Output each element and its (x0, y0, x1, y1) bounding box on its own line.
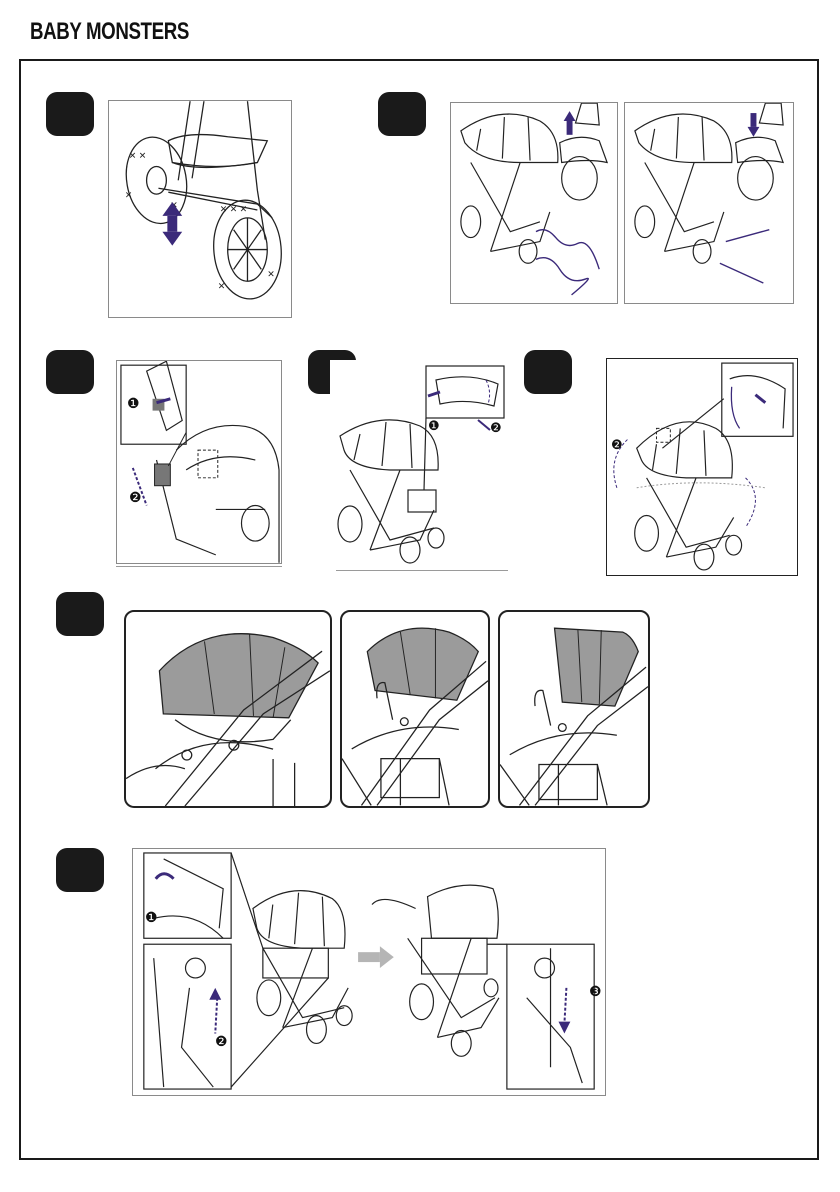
wheel-height-illustration: ✕ ✕✕✕ ✕ ✕ ✕✕✕ (108, 100, 292, 318)
callout-2: ❷ (611, 437, 623, 453)
seat-recline-drawing (607, 359, 797, 575)
step-badge-1 (46, 92, 94, 136)
brand-logo: BABY MONSTERS (30, 18, 189, 46)
fold-latch-illustration-right (624, 102, 794, 304)
seat-recline-illustration: ❷ (606, 358, 798, 576)
callout-1: ❶ (127, 395, 140, 412)
callout-2: ❷ (129, 489, 142, 506)
canopy-position-3 (498, 610, 650, 808)
panel-underline-4 (336, 570, 508, 571)
canopy-position-2 (340, 610, 490, 808)
callout-2: ❷ (215, 1033, 228, 1050)
canopy-position-3-drawing (500, 612, 648, 806)
svg-text:✕: ✕ (267, 269, 274, 279)
svg-text:✕: ✕ (125, 190, 132, 200)
handle-release-illustration: ❶ ❷ (330, 360, 510, 564)
seat-reverse-drawing (133, 849, 605, 1095)
handle-release-drawing (330, 360, 510, 564)
canopy-attach-drawing (117, 361, 281, 563)
svg-text:✕ ✕ ✕: ✕ ✕ ✕ (220, 204, 247, 214)
svg-text:✕ ✕: ✕ ✕ (129, 151, 146, 161)
callout-1: ❶ (428, 418, 440, 434)
callout-1: ❶ (145, 909, 158, 926)
fold-latch-illustration-left (450, 102, 618, 304)
panel-underline-3 (116, 566, 282, 567)
callout-3: ❸ (589, 983, 602, 1000)
fold-latch-drawing-left (451, 103, 617, 303)
seat-reverse-illustration: ❶ ❷ ❸ (132, 848, 606, 1096)
step-badge-6 (56, 592, 104, 636)
callout-2: ❷ (490, 420, 502, 436)
canopy-attach-illustration: ❶ ❷ (116, 360, 282, 564)
step-badge-2 (378, 92, 426, 136)
step-badge-5 (524, 350, 572, 394)
wheel-height-drawing: ✕ ✕✕✕ ✕ ✕ ✕✕✕ (109, 101, 291, 317)
step-badge-7 (56, 848, 104, 892)
fold-latch-drawing-right (625, 103, 793, 303)
canopy-position-1-drawing (126, 612, 330, 806)
canopy-position-2-drawing (342, 612, 488, 806)
svg-text:✕: ✕ (218, 281, 225, 291)
step-badge-3 (46, 350, 94, 394)
canopy-position-1 (124, 610, 332, 808)
